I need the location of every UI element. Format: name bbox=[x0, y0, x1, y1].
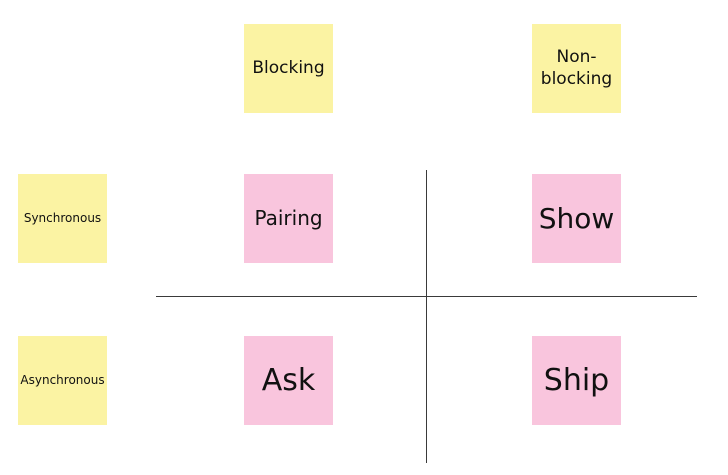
quadrant-note-pairing-label: Pairing bbox=[254, 206, 323, 230]
vertical-axis-line bbox=[426, 170, 427, 463]
quadrant-note-ask-label: Ask bbox=[261, 362, 316, 398]
row-header-asynchronous-label: Asynchronous bbox=[20, 373, 105, 387]
quadrant-note-ask[interactable]: Ask bbox=[244, 336, 333, 425]
quadrant-note-pairing[interactable]: Pairing bbox=[244, 174, 333, 263]
row-header-synchronous[interactable]: Synchronous bbox=[18, 174, 107, 263]
quadrant-note-ship-label: Ship bbox=[543, 362, 610, 398]
column-header-blocking-label: Blocking bbox=[252, 57, 325, 78]
column-header-non-blocking[interactable]: Non-blocking bbox=[532, 24, 621, 113]
quadrant-note-show[interactable]: Show bbox=[532, 174, 621, 263]
quadrant-note-show-label: Show bbox=[538, 202, 615, 235]
column-header-non-blocking-label: Non-blocking bbox=[540, 47, 613, 89]
column-header-blocking[interactable]: Blocking bbox=[244, 24, 333, 113]
row-header-asynchronous[interactable]: Asynchronous bbox=[18, 336, 107, 425]
quadrant-note-ship[interactable]: Ship bbox=[532, 336, 621, 425]
row-header-synchronous-label: Synchronous bbox=[23, 211, 102, 225]
